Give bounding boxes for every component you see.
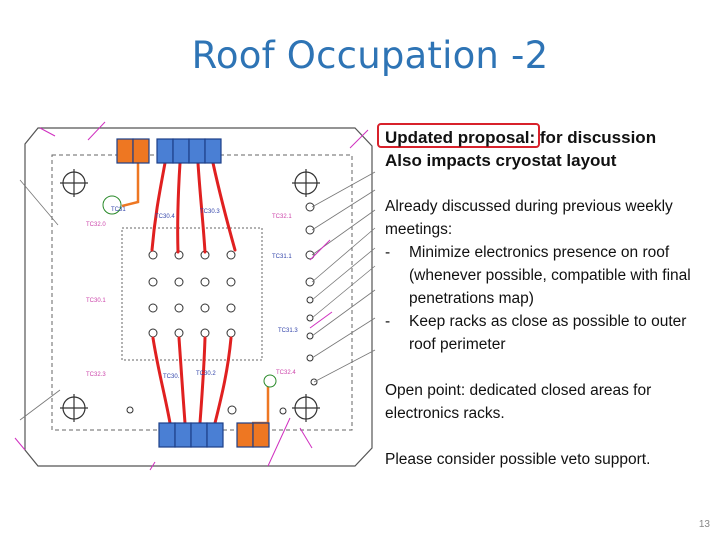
rack-blue-bottom-2 bbox=[174, 422, 192, 448]
rack-blue-top-2 bbox=[172, 138, 190, 164]
corner-holes bbox=[60, 169, 320, 422]
rack-orange-top-1 bbox=[116, 138, 134, 164]
cables-top bbox=[150, 161, 237, 254]
grid-row-2 bbox=[148, 277, 236, 287]
magenta-ticks bbox=[14, 121, 369, 471]
racks-bottom bbox=[158, 422, 270, 448]
bullet-text: Keep racks as close as possible to outer… bbox=[409, 313, 687, 353]
grid-row-3 bbox=[148, 303, 236, 313]
slide-number: 13 bbox=[698, 519, 710, 530]
rack-orange-top-2 bbox=[132, 138, 150, 164]
rack-blue-bottom-1 bbox=[158, 422, 176, 448]
bullet-item: - Minimize electronics presence on roof … bbox=[385, 241, 717, 310]
tc-label-11: TC32.4 bbox=[276, 370, 296, 376]
heading-line-2: Also impacts cryostat layout bbox=[385, 151, 617, 170]
tc-label-12: TC31 bbox=[111, 207, 126, 213]
highlight-box bbox=[377, 123, 540, 148]
rack-orange-bottom-1 bbox=[236, 422, 254, 448]
open-point-text: Open point: dedicated closed areas for e… bbox=[385, 382, 652, 422]
rack-blue-top-1 bbox=[156, 138, 174, 164]
tc-label-10: TC30.2 bbox=[196, 371, 216, 377]
bullet-text: Minimize electronics presence on roof (w… bbox=[409, 244, 691, 307]
rack-orange-bottom-2 bbox=[252, 422, 270, 448]
leader-lines bbox=[19, 171, 376, 421]
tc-label-8: TC32.3 bbox=[86, 372, 106, 378]
racks-top bbox=[116, 138, 222, 164]
heading-line-1: Updated proposal: for discussion bbox=[385, 128, 657, 147]
tc-label-3: TC32.1 bbox=[272, 214, 292, 220]
tc-label-1: TC30.4 bbox=[155, 214, 175, 220]
cables-bottom bbox=[151, 336, 233, 425]
right-column-holes bbox=[305, 202, 318, 386]
rack-blue-top-4 bbox=[204, 138, 222, 164]
connector-bottom bbox=[263, 374, 277, 388]
rack-blue-bottom-4 bbox=[206, 422, 224, 448]
bullet-dash: - bbox=[385, 244, 391, 261]
text-panel: Updated proposal: for discussion Also im… bbox=[385, 126, 717, 471]
tc-label-4: TC32.0 bbox=[86, 222, 106, 228]
slide-title: Roof Occupation -2 bbox=[191, 34, 549, 77]
bullet-dash: - bbox=[385, 313, 391, 330]
rack-blue-bottom-3 bbox=[190, 422, 208, 448]
intro-text: Already discussed during previous weekly… bbox=[385, 198, 673, 238]
tc-label-2: TC30.3 bbox=[200, 209, 220, 215]
tc-label-5: TC31.1 bbox=[272, 254, 292, 260]
tc-label-6: TC30.1 bbox=[86, 298, 106, 304]
bullet-item: - Keep racks as close as possible to out… bbox=[385, 310, 717, 356]
connector-top bbox=[102, 195, 122, 215]
tc-label-7: TC31.3 bbox=[278, 328, 298, 334]
tc-label-9: TC30. bbox=[163, 374, 180, 380]
bottom-holes bbox=[126, 405, 287, 415]
central-grid-box bbox=[121, 227, 263, 361]
closing-text: Please consider possible veto support. bbox=[385, 451, 651, 468]
rack-blue-top-3 bbox=[188, 138, 206, 164]
penetration-grid bbox=[148, 250, 236, 338]
